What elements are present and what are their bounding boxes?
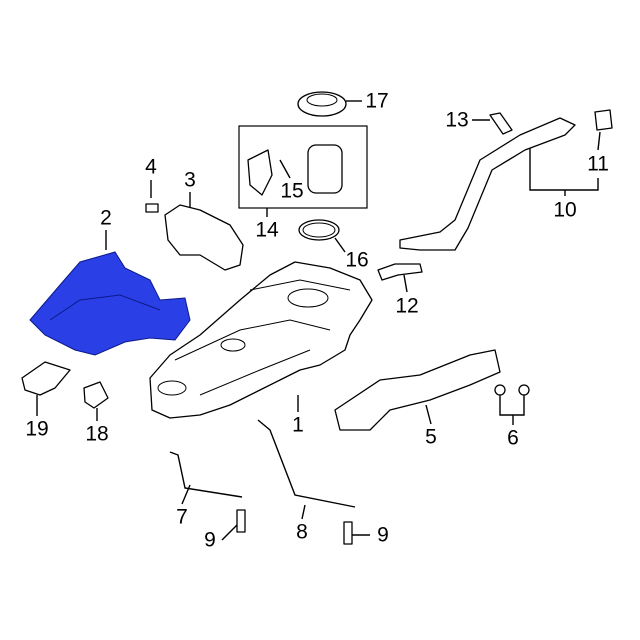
callout-9-left: 9 — [204, 528, 216, 552]
bracket-18 — [83, 381, 109, 409]
bracket-3 — [164, 204, 244, 271]
filler-pipe — [399, 117, 576, 251]
callout-17: 17 — [365, 89, 389, 113]
callout-18: 18 — [85, 422, 109, 446]
bolt-4 — [145, 203, 159, 213]
heat-shield — [29, 251, 191, 356]
callout-16: 16 — [345, 248, 369, 272]
callout-14: 14 — [255, 218, 279, 242]
bracket-19 — [21, 361, 71, 396]
sensor — [489, 112, 513, 135]
lock-ring — [297, 91, 347, 117]
callout-15: 15 — [280, 179, 304, 203]
callout-8: 8 — [296, 520, 308, 544]
shield-5 — [334, 349, 501, 431]
fuel-tank — [149, 261, 373, 419]
hose — [377, 263, 423, 281]
callout-3: 3 — [184, 168, 196, 192]
callout-1: 1 — [292, 413, 304, 437]
callout-2: 2 — [100, 206, 112, 230]
cap — [594, 109, 613, 131]
callout-19: 19 — [25, 417, 49, 441]
callout-4: 4 — [145, 155, 157, 179]
callout-10: 10 — [553, 198, 577, 222]
callout-6: 6 — [507, 426, 519, 450]
callout-13: 13 — [445, 108, 469, 132]
callout-9-right: 9 — [377, 523, 389, 547]
pump-box — [238, 125, 368, 209]
strap-8 — [257, 419, 356, 508]
callout-5: 5 — [425, 425, 437, 449]
strap-7 — [169, 451, 243, 498]
callout-11: 11 — [587, 152, 609, 176]
callout-12: 12 — [395, 294, 419, 318]
callout-7: 7 — [176, 505, 188, 529]
